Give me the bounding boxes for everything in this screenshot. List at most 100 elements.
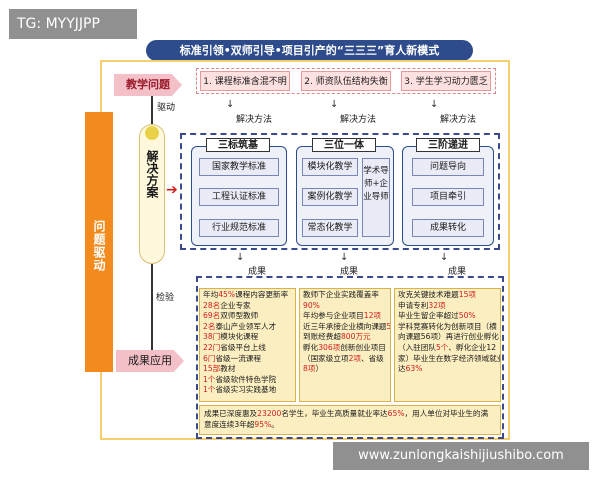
highlight-value: 65%	[387, 409, 405, 418]
column-item: 常态化教学	[302, 219, 358, 237]
result-line: 学科竞赛转化为创新项目（横	[398, 322, 497, 333]
result-line: （入驻团队5个、孵化企业12	[398, 343, 497, 354]
result-text: 、省级	[361, 353, 384, 363]
solution-pill	[139, 124, 165, 264]
result-line: 8项）	[303, 364, 387, 375]
result-text: 家）毕业生在数字经济领域就业率	[398, 353, 501, 363]
summary-text: ，用人单位对毕业生的满	[404, 409, 489, 418]
solution-label: 解决方案	[145, 150, 159, 198]
summary-line: 成果已深度惠及23200名学生，毕业生高质量就业率达65%，用人单位对毕业生的满	[204, 408, 496, 419]
summary-text: 成果已深度惠及	[204, 409, 258, 418]
drive-label: 驱动	[157, 103, 176, 113]
result-text: 学科竞赛转化为创新项目（横	[398, 321, 497, 331]
method-label: 解决方法	[340, 115, 377, 125]
left-bar-part: 问题驱动	[92, 220, 106, 272]
result-line: 1个省级软件特色学院	[203, 375, 292, 386]
result-line: 38门模块化课程	[203, 332, 292, 343]
highlight-value: 56项	[386, 321, 391, 331]
column-item: 国家教学标准	[199, 158, 279, 176]
highlight-value: 28名	[203, 300, 221, 310]
summary-text: 意度连续3年超	[204, 420, 255, 429]
down-arrow-icon: ↓	[430, 99, 439, 110]
column-item: 成果转化	[412, 219, 484, 237]
highlight-value: 306项	[318, 342, 341, 352]
summary-line: 意度连续3年超95%。	[204, 419, 496, 430]
down-arrow-icon: ↓	[236, 252, 245, 263]
highlight-value: 6门	[203, 353, 216, 363]
result-line: （国家级立项2项、省级	[303, 354, 387, 365]
summary-text: 名学生，毕业生高质量就业率达	[281, 409, 388, 418]
result-text: 省级软件特色学院	[215, 374, 277, 384]
result-line: 2名泰山产业领军人才	[203, 322, 292, 333]
result-text: 课程内容更新率	[235, 290, 289, 299]
result-text: 向课题56项）再进行创业孵化	[398, 332, 499, 342]
result-text: 教材	[220, 364, 236, 374]
down-arrow-icon: ↓	[226, 99, 235, 110]
pill-head-dot	[145, 126, 159, 140]
column-item: 行业规范标准	[199, 219, 279, 237]
column-title: 三标筑基	[206, 138, 270, 152]
connector-line	[151, 264, 153, 350]
outcome-label: 成果	[248, 267, 267, 277]
highlight-value: 1个	[203, 385, 216, 395]
down-arrow-icon: ↓	[330, 99, 339, 110]
column-item: 模块化教学	[302, 158, 358, 176]
result-line: 毕业生留企率超过50%	[398, 311, 497, 322]
highlight-value: 800万元	[340, 332, 371, 342]
result-text: 创新创业项目	[340, 342, 386, 352]
result-line: 教师下企业实践覆盖率	[303, 290, 387, 301]
highlight-value: 1个	[203, 374, 216, 384]
outcome-label: 成果	[448, 267, 467, 277]
result-text: 到账经费超	[303, 332, 341, 342]
highlight-value: 22门	[203, 342, 221, 352]
result-line: 向课题56项）再进行创业孵化	[398, 332, 499, 343]
down-arrow-icon: ↓	[340, 252, 349, 263]
method-label: 解决方法	[236, 115, 273, 125]
result-application-label: 成果应用	[116, 350, 184, 372]
problem-item: 3. 学生学习动力匮乏	[401, 71, 491, 91]
highlight-value: 69名	[203, 311, 221, 321]
highlight-value: 90%	[303, 300, 320, 310]
highlight-value: 45%	[218, 290, 236, 299]
result-text: ）	[315, 364, 324, 374]
result-text: 省级一流课程	[215, 353, 261, 363]
result-line: 69名双师型教师	[203, 311, 292, 322]
summary-text: 。	[271, 420, 279, 429]
down-arrow-icon: ↓	[440, 252, 449, 263]
left-bar-part: 科学设计	[64, 223, 78, 275]
result-text: （国家级立项	[303, 353, 349, 363]
result-text: 省级实习实践基地	[215, 385, 277, 395]
column-item: 问题导向	[412, 158, 484, 176]
column-title: 三阶递进	[416, 138, 480, 152]
connector-line	[151, 96, 153, 124]
left-vertical-bar: 问题驱动 科学设计 实践检验	[36, 112, 113, 372]
result-line: 到账经费超800万元	[303, 332, 387, 343]
result-line: 家）毕业生在数字经济领域就业率	[398, 354, 500, 365]
highlight-value: 2名	[203, 321, 216, 331]
result-text: 企业专家	[220, 300, 251, 310]
check-label: 检验	[156, 293, 175, 303]
method-label: 解决方法	[440, 115, 477, 125]
result-text: 攻克关键技术难题	[398, 290, 459, 299]
result-line: 申请专利32项	[398, 301, 497, 312]
result-line: 年均参与企业项目12项	[303, 311, 387, 322]
left-bar-part: 实践检验	[36, 223, 50, 275]
result-box-2: 教师下企业实践覆盖率90%年均参与企业项目12项近三年承接企业横向课题56项到账…	[299, 288, 391, 402]
result-text: 达	[398, 364, 406, 374]
column-item: 案例化教学	[302, 188, 358, 206]
result-line: 15部教材	[203, 364, 292, 375]
column-title: 三位一体	[312, 138, 376, 152]
result-line: 达63%	[398, 364, 497, 375]
result-text: 泰山产业领军人才	[215, 321, 277, 331]
column-item: 工程认证标准	[199, 188, 279, 206]
result-text: 近三年承接企业横向课题	[303, 321, 387, 331]
arrow-right-icon: ➔	[166, 182, 178, 198]
watermark-bottom: www.zunlongkaishijiushibo.com	[333, 442, 589, 470]
result-text: 、孵化企业12	[448, 342, 497, 352]
highlight-value: 50%	[458, 311, 476, 321]
problem-frame	[196, 68, 496, 94]
result-line: 90%	[303, 301, 387, 312]
problem-item: 2. 师资队伍结构失衡	[301, 71, 391, 91]
highlight-value: 5个	[435, 342, 449, 352]
